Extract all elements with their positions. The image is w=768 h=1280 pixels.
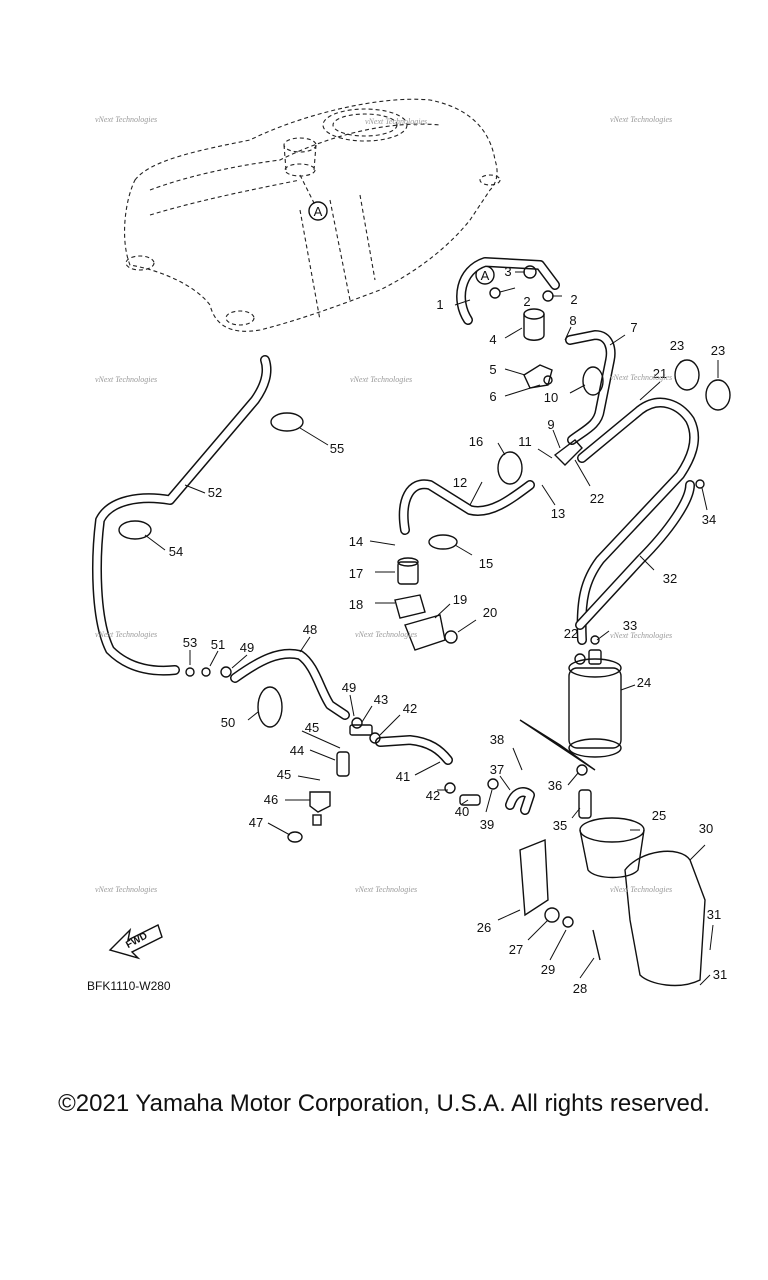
part-number-labels: 1 2 2 3 4 5 6 7 8 9 10 11 12 13 14 15 16… — [169, 264, 727, 996]
watermark-text: vNext Technologies — [350, 375, 412, 384]
part-number: 6 — [489, 389, 496, 404]
part-number: 52 — [208, 485, 222, 500]
fwd-arrow-icon: FWD — [108, 924, 163, 960]
fuel-tank — [124, 98, 501, 332]
part-number: 16 — [469, 434, 483, 449]
hoses — [92, 257, 700, 815]
fwd-label: FWD — [124, 931, 149, 951]
part-number: 46 — [264, 792, 278, 807]
part-number: 49 — [240, 640, 254, 655]
diagram-code: BFK1110-W280 — [87, 979, 171, 993]
part-number: 38 — [490, 732, 504, 747]
part-number: 25 — [652, 808, 666, 823]
part-number: 12 — [453, 475, 467, 490]
part-number: 18 — [349, 597, 363, 612]
reference-marker-a: A — [314, 204, 323, 219]
part-number: 48 — [303, 622, 317, 637]
part-number: 3 — [504, 264, 511, 279]
part-number: 41 — [396, 769, 410, 784]
part-number: 33 — [623, 618, 637, 633]
part-number: 30 — [699, 821, 713, 836]
watermark-text: vNext Technologies — [95, 375, 157, 384]
part-number: 49 — [342, 680, 356, 695]
part-number: 13 — [551, 506, 565, 521]
part-number: 47 — [249, 815, 263, 830]
part-number: 24 — [637, 675, 651, 690]
part-number: 31 — [707, 907, 721, 922]
part-number: 44 — [290, 743, 304, 758]
part-number: 4 — [489, 332, 496, 347]
copyright-notice: ©2021 Yamaha Motor Corporation, U.S.A. A… — [58, 1090, 710, 1117]
part-number: 22 — [564, 626, 578, 641]
part-number: 17 — [349, 566, 363, 581]
part-number: 2 — [523, 294, 530, 309]
part-number: 31 — [713, 967, 727, 982]
part-number: 27 — [509, 942, 523, 957]
part-number: 42 — [403, 701, 417, 716]
watermark-text: vNext Technologies — [355, 885, 417, 894]
part-number: 45 — [277, 767, 291, 782]
part-number: 54 — [169, 544, 183, 559]
part-number: 53 — [183, 635, 197, 650]
watermark-text: vNext Technologies — [610, 373, 672, 382]
components — [185, 308, 706, 987]
fuel-system-exploded-diagram: A A — [87, 98, 731, 996]
part-number: 34 — [702, 512, 716, 527]
part-number: 21 — [653, 366, 667, 381]
part-number: 7 — [630, 320, 637, 335]
part-number: 28 — [573, 981, 587, 996]
watermark-text: vNext Technologies — [610, 631, 672, 640]
part-number: 22 — [590, 491, 604, 506]
part-number: 55 — [330, 441, 344, 456]
watermark-text: vNext Technologies — [610, 115, 672, 124]
part-number: 40 — [455, 804, 469, 819]
part-number: 32 — [663, 571, 677, 586]
part-number: 14 — [349, 534, 363, 549]
watermark-text: vNext Technologies — [95, 885, 157, 894]
part-number: 15 — [479, 556, 493, 571]
part-number: 23 — [711, 343, 725, 358]
part-number: 20 — [483, 605, 497, 620]
part-number: 11 — [518, 434, 532, 449]
part-number: 8 — [569, 313, 576, 328]
part-number: 9 — [547, 417, 554, 432]
watermark-text: vNext Technologies — [95, 115, 157, 124]
part-number: 26 — [477, 920, 491, 935]
part-number: 50 — [221, 715, 235, 730]
part-number: 36 — [548, 778, 562, 793]
part-number: 23 — [670, 338, 684, 353]
part-number: 5 — [489, 362, 496, 377]
watermark-text: vNext Technologies — [365, 117, 427, 126]
reference-marker-a: A — [481, 268, 490, 283]
watermark-text: vNext Technologies — [355, 630, 417, 639]
part-number: 35 — [553, 818, 567, 833]
part-number: 39 — [480, 817, 494, 832]
part-number: 45 — [305, 720, 319, 735]
watermark-text: vNext Technologies — [95, 630, 157, 639]
part-number: 51 — [211, 637, 225, 652]
part-number: 10 — [544, 390, 558, 405]
watermark-text: vNext Technologies — [610, 885, 672, 894]
part-number: 42 — [426, 788, 440, 803]
part-number: 2 — [570, 292, 577, 307]
clamps — [118, 265, 731, 794]
leader-lines — [144, 271, 719, 986]
part-number: 37 — [490, 762, 504, 777]
watermarks: vNext Technologies vNext Technologies vN… — [95, 115, 672, 894]
part-number: 29 — [541, 962, 555, 977]
part-number: 43 — [374, 692, 388, 707]
part-number: 1 — [436, 297, 443, 312]
part-number: 19 — [453, 592, 467, 607]
